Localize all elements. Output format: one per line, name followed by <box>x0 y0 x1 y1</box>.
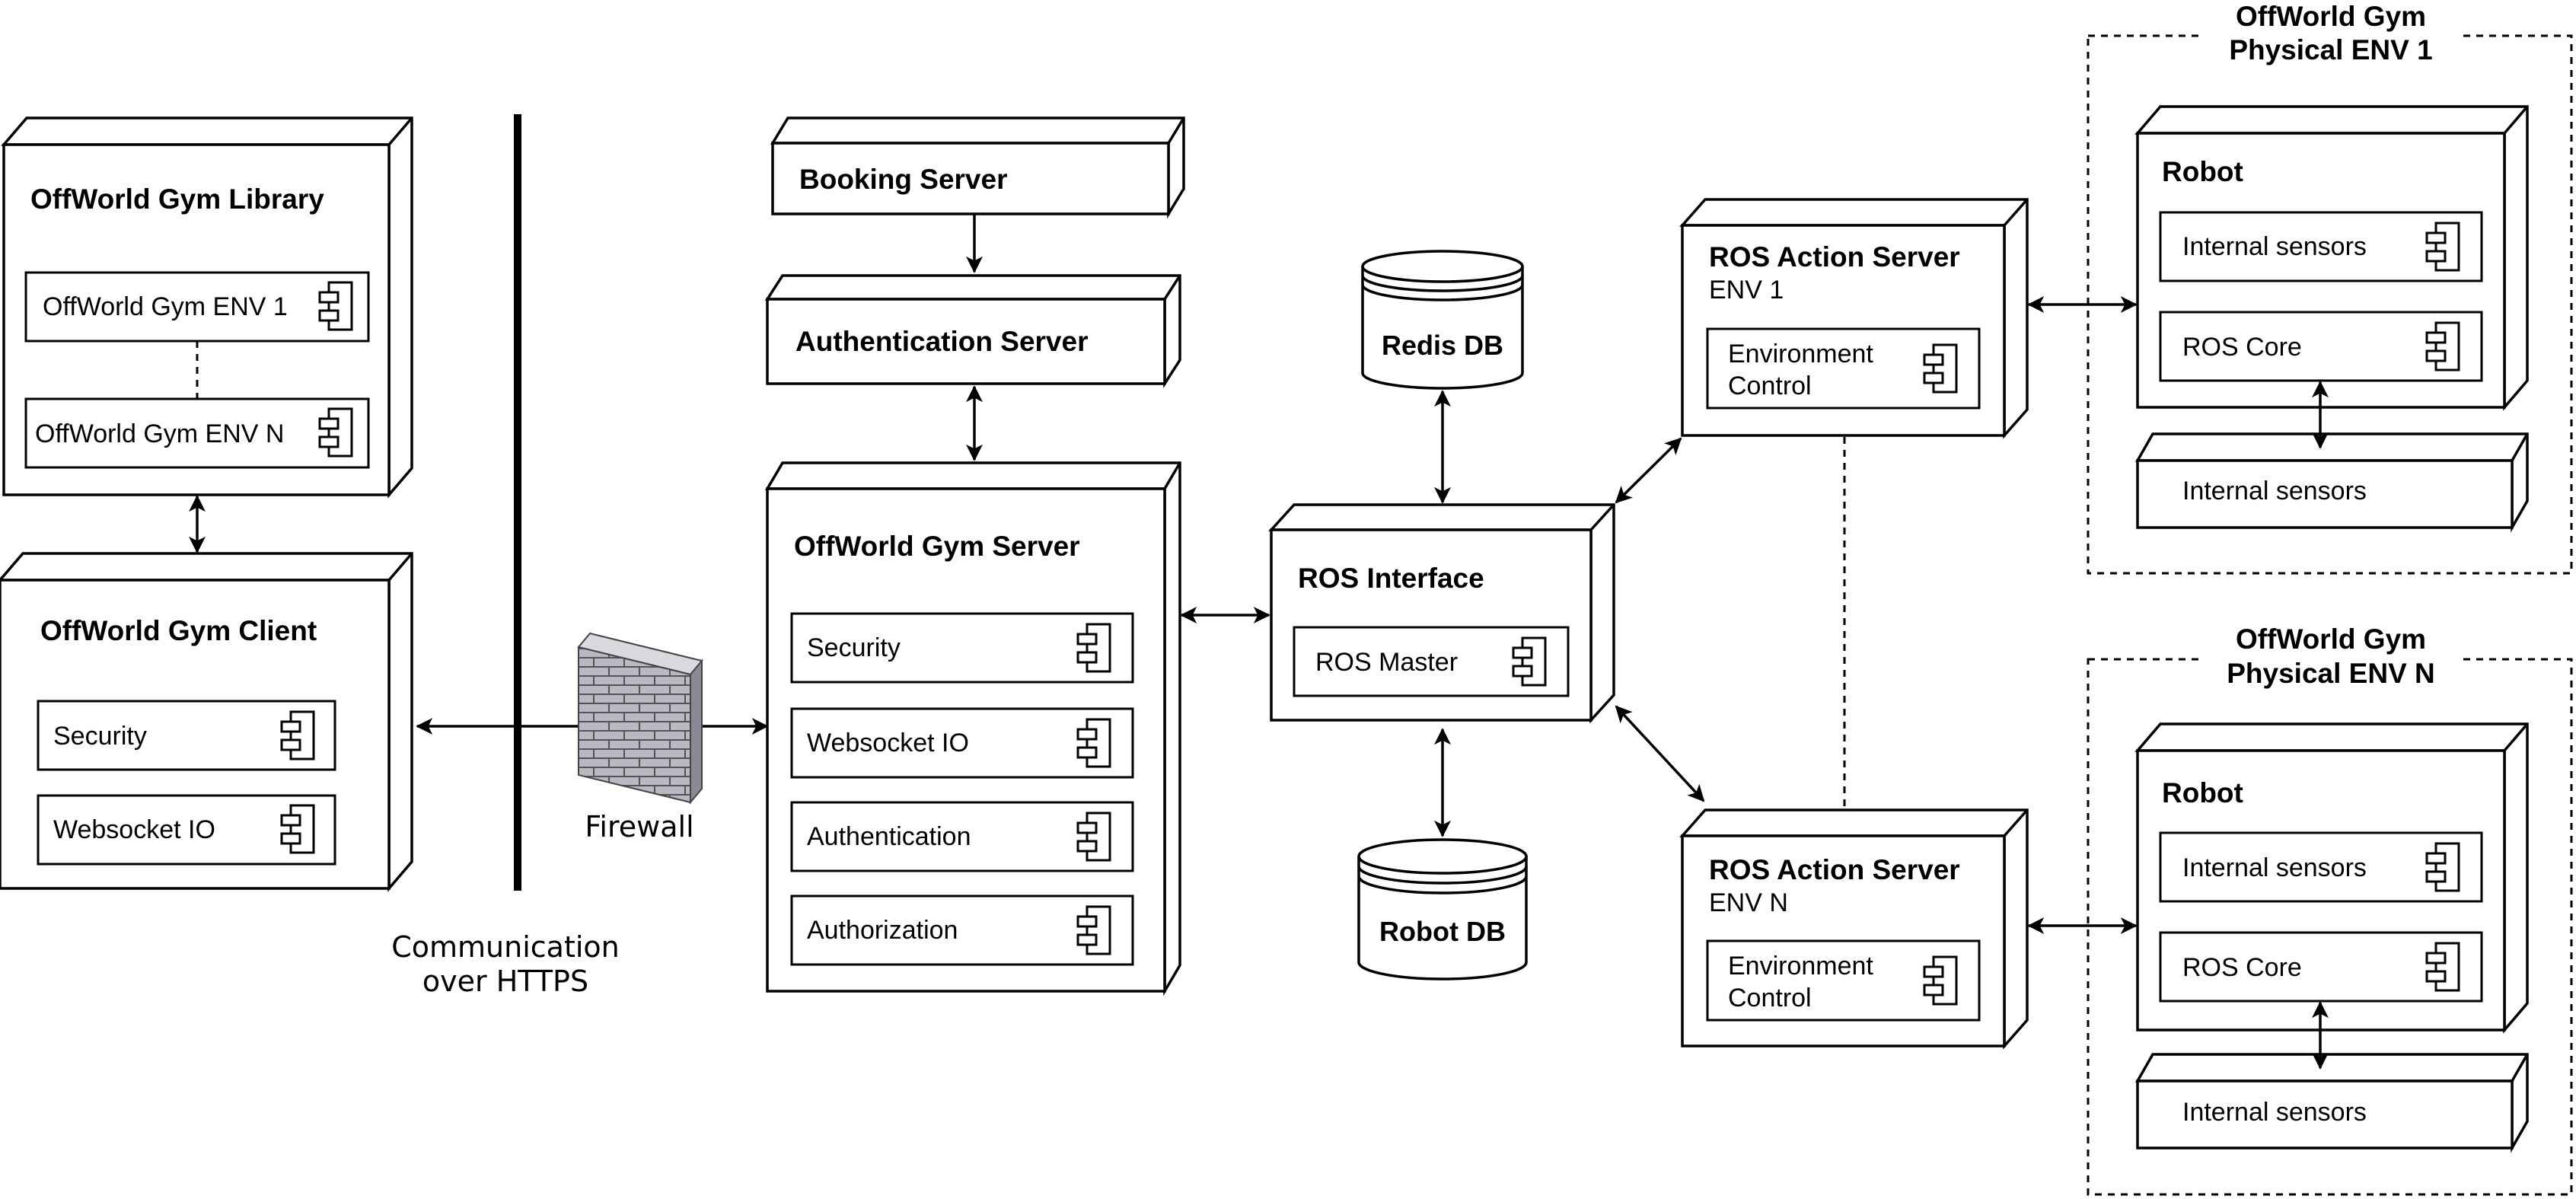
library-component-env-n: OffWorld Gym ENV N <box>24 397 370 469</box>
client-component-websocket-io: Websocket IO <box>37 794 336 866</box>
gym-server-component-websocket-io: Websocket IO <box>790 707 1134 779</box>
robot-env-n-ros-core-label: ROS Core <box>2182 953 2302 982</box>
external-sensors-env-1-node: Internal sensors <box>2134 432 2529 533</box>
channel-label-line1: Communication <box>391 930 620 964</box>
ros-interface-title: ROS Interface <box>1298 563 1484 594</box>
component-icon <box>1076 905 1111 955</box>
ros-action-server-env-n-node: ROS Action Server ENV N Environment Cont… <box>1679 808 2029 1050</box>
physical-env-n-boundary: OffWorld Gym Physical ENV N <box>2087 620 2573 1196</box>
ros-action-server-env-1-title: ROS Action Server <box>1709 241 1960 273</box>
gym-server-component-authorization: Authorization <box>790 894 1134 966</box>
robot-env-1-component-ros-core: ROS Core <box>2159 311 2483 382</box>
component-icon <box>1076 623 1111 673</box>
component-icon <box>280 804 315 854</box>
booking-server-node: Booking Server <box>770 116 1185 219</box>
physical-env-1-boundary: OffWorld Gym Physical ENV 1 <box>2087 0 2573 575</box>
authentication-server-node: Authentication Server <box>764 274 1181 388</box>
redis-db-node: Redis DB <box>1361 250 1524 390</box>
gym-server-title: OffWorld Gym Server <box>794 531 1080 562</box>
ros-master-label: ROS Master <box>1315 648 1458 677</box>
gym-server-component-security-label: Security <box>807 633 901 662</box>
environment-control-component-env-n: Environment Control <box>1706 939 1981 1022</box>
gym-server-component-security: Security <box>790 612 1134 684</box>
gym-server-component-websocket-io-label: Websocket IO <box>807 729 969 757</box>
robot-db-node: Robot DB <box>1357 838 1528 981</box>
gym-server-component-authorization-label: Authorization <box>807 916 958 945</box>
robot-env-n-node: Robot Internal sensors ROS Core <box>2134 722 2529 1034</box>
component-icon <box>2425 842 2460 892</box>
component-icon <box>2425 942 2460 992</box>
client-title: OffWorld Gym Client <box>40 615 317 646</box>
ros-interface-action-server-env-1-connector <box>1615 437 1682 504</box>
external-sensors-env-n-node: Internal sensors <box>2134 1053 2529 1153</box>
client-node: OffWorld Gym Client Security Websocket I… <box>0 552 413 892</box>
component-icon <box>280 710 315 761</box>
ros-action-server-env-n-subtitle: ENV N <box>1709 888 1788 917</box>
robot-env-1-title: Robot <box>2162 156 2243 187</box>
client-component-websocket-io-label: Websocket IO <box>53 815 215 844</box>
ros-interface-node: ROS Interface ROS Master <box>1268 503 1615 724</box>
ros-action-server-env-1-subtitle: ENV 1 <box>1709 276 1784 305</box>
robot-env-n-component-internal-sensors: Internal sensors <box>2159 831 2483 903</box>
gym-server-node: OffWorld Gym Server Security Websocket I… <box>764 461 1181 997</box>
component-icon <box>1512 636 1547 687</box>
component-icon <box>318 407 353 458</box>
physical-env-1-title-line2: Physical ENV 1 <box>2229 34 2432 65</box>
external-sensors-env-1-label: Internal sensors <box>2182 477 2367 505</box>
component-icon <box>1923 343 1958 394</box>
component-icon <box>2425 321 2460 371</box>
gym-server-component-authentication-label: Authentication <box>807 822 971 851</box>
robot-env-n-title: Robot <box>2162 777 2243 808</box>
robot-env-1-node: Robot Internal sensors ROS Core <box>2134 105 2529 411</box>
library-component-env-1-label: OffWorld Gym ENV 1 <box>43 292 288 321</box>
firewall-label: Firewall <box>585 810 693 843</box>
robot-env-1-ros-core-label: ROS Core <box>2182 333 2302 362</box>
physical-env-n-title-line1: OffWorld Gym <box>2236 623 2426 655</box>
physical-env-1-title-line1: OffWorld Gym <box>2236 1 2426 32</box>
robot-env-n-internal-sensors-label: Internal sensors <box>2182 853 2367 882</box>
environment-control-env-1-line2: Control <box>1728 371 1812 400</box>
component-icon <box>1076 718 1111 768</box>
ros-interface-action-server-env-n-connector <box>1615 705 1705 802</box>
component-icon <box>1076 812 1111 862</box>
external-sensors-env-n-label: Internal sensors <box>2182 1098 2367 1127</box>
ros-action-server-env-n-title: ROS Action Server <box>1709 854 1960 885</box>
booking-server-title: Booking Server <box>799 164 1007 195</box>
library-component-env-n-label: OffWorld Gym ENV N <box>35 419 284 448</box>
component-icon <box>318 281 353 331</box>
redis-db-label: Redis DB <box>1382 330 1503 361</box>
physical-env-n-title-line2: Physical ENV N <box>2227 658 2435 689</box>
environment-control-env-n-line1: Environment <box>1728 952 1873 981</box>
component-icon <box>1923 955 1958 1006</box>
firewall-icon <box>577 632 703 805</box>
robot-env-n-component-ros-core: ROS Core <box>2159 931 2483 1003</box>
robot-db-label: Robot DB <box>1379 916 1506 947</box>
robot-env-1-component-internal-sensors: Internal sensors <box>2159 211 2483 282</box>
environment-control-env-1-line1: Environment <box>1728 340 1873 368</box>
channel-label-line2: over HTTPS <box>422 965 588 998</box>
robot-env-1-internal-sensors-label: Internal sensors <box>2182 232 2367 261</box>
environment-control-component-env-1: Environment Control <box>1706 327 1981 410</box>
library-title: OffWorld Gym Library <box>30 183 324 215</box>
ros-action-server-env-1-node: ROS Action Server ENV 1 Environment Cont… <box>1679 198 2029 439</box>
library-node: OffWorld Gym Library OffWorld Gym ENV 1 … <box>1 116 413 499</box>
client-component-security: Security <box>37 700 336 771</box>
gym-server-component-authentication: Authentication <box>790 801 1134 872</box>
client-component-security-label: Security <box>53 722 147 751</box>
environment-control-env-n-line2: Control <box>1728 984 1812 1012</box>
authentication-server-title: Authentication Server <box>795 326 1088 357</box>
ros-master-component: ROS Master <box>1293 626 1570 697</box>
component-icon <box>2425 222 2460 272</box>
library-component-env-1: OffWorld Gym ENV 1 <box>24 271 370 343</box>
